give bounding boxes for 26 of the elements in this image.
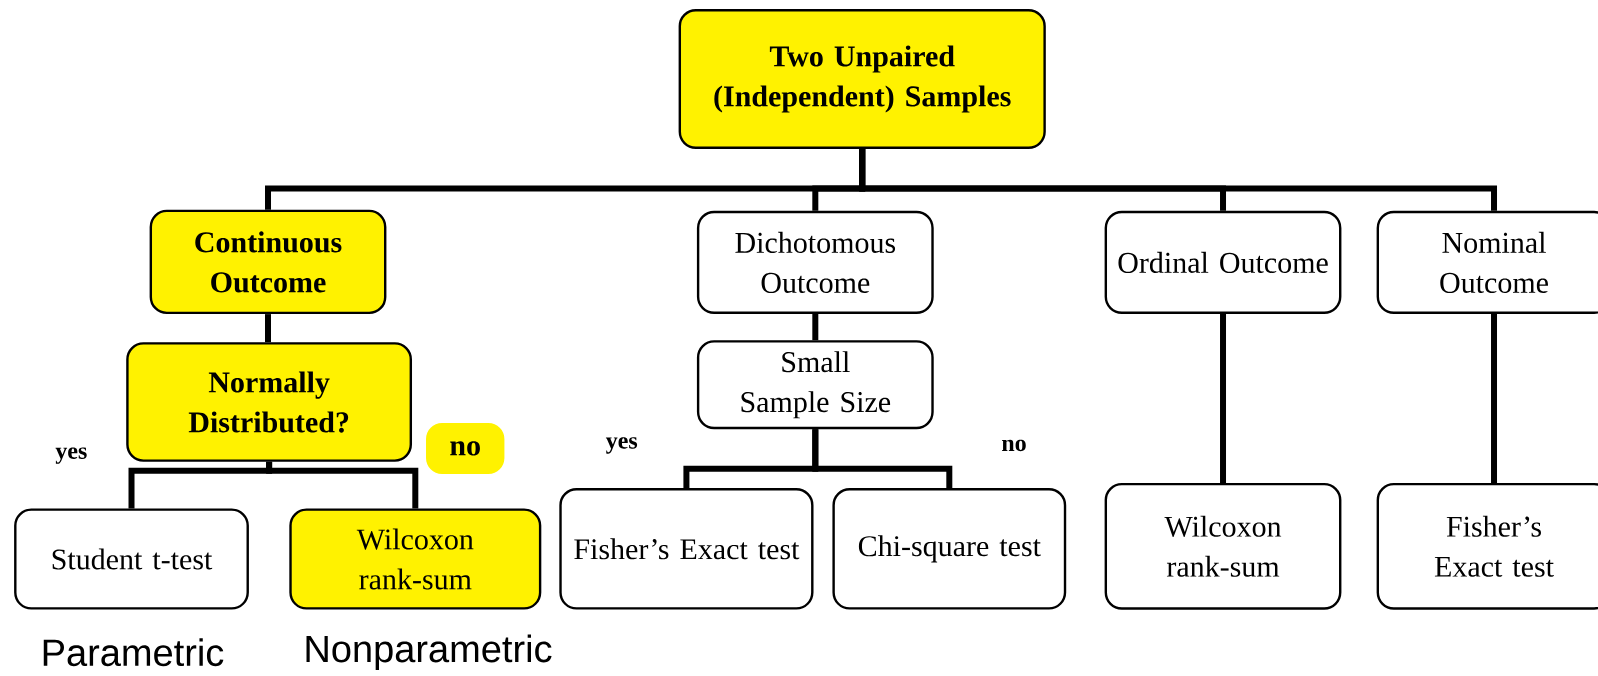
result-box: Student t-test [14, 508, 249, 610]
result-box: Fisher’s Exact test [559, 488, 814, 610]
process-box: Dichotomous Outcome [696, 210, 934, 314]
question-box: Small Sample Size [696, 340, 934, 430]
question-box: Normally Distributed? [126, 342, 412, 462]
connector-line [265, 314, 271, 343]
result-box: Wilcoxon rank-sum [1104, 482, 1342, 610]
result-box: Chi-square test [832, 488, 1067, 610]
connector-line [266, 461, 419, 509]
category-label: Nonparametric [306, 634, 552, 670]
branch-label: yes [605, 437, 638, 454]
answer-tag: no [426, 422, 505, 474]
result-box: Fisher’s Exact test [1376, 482, 1598, 610]
connector-line [812, 314, 819, 341]
title-box: Two Unpaired (Independent) Samples [678, 9, 1046, 149]
connector-line [1491, 314, 1497, 483]
connector-line [812, 429, 953, 488]
branch-label: yes [55, 447, 87, 464]
process-box: Nominal Outcome [1376, 210, 1598, 314]
category-label: Parametric [43, 638, 224, 667]
process-box: Ordinal Outcome [1104, 210, 1342, 314]
connector-line [859, 149, 1497, 211]
result-box: Wilcoxon rank-sum [289, 508, 542, 610]
process-box: Continuous Outcome [149, 209, 387, 315]
branch-label: no [1002, 439, 1026, 452]
connector-line [1220, 314, 1226, 483]
